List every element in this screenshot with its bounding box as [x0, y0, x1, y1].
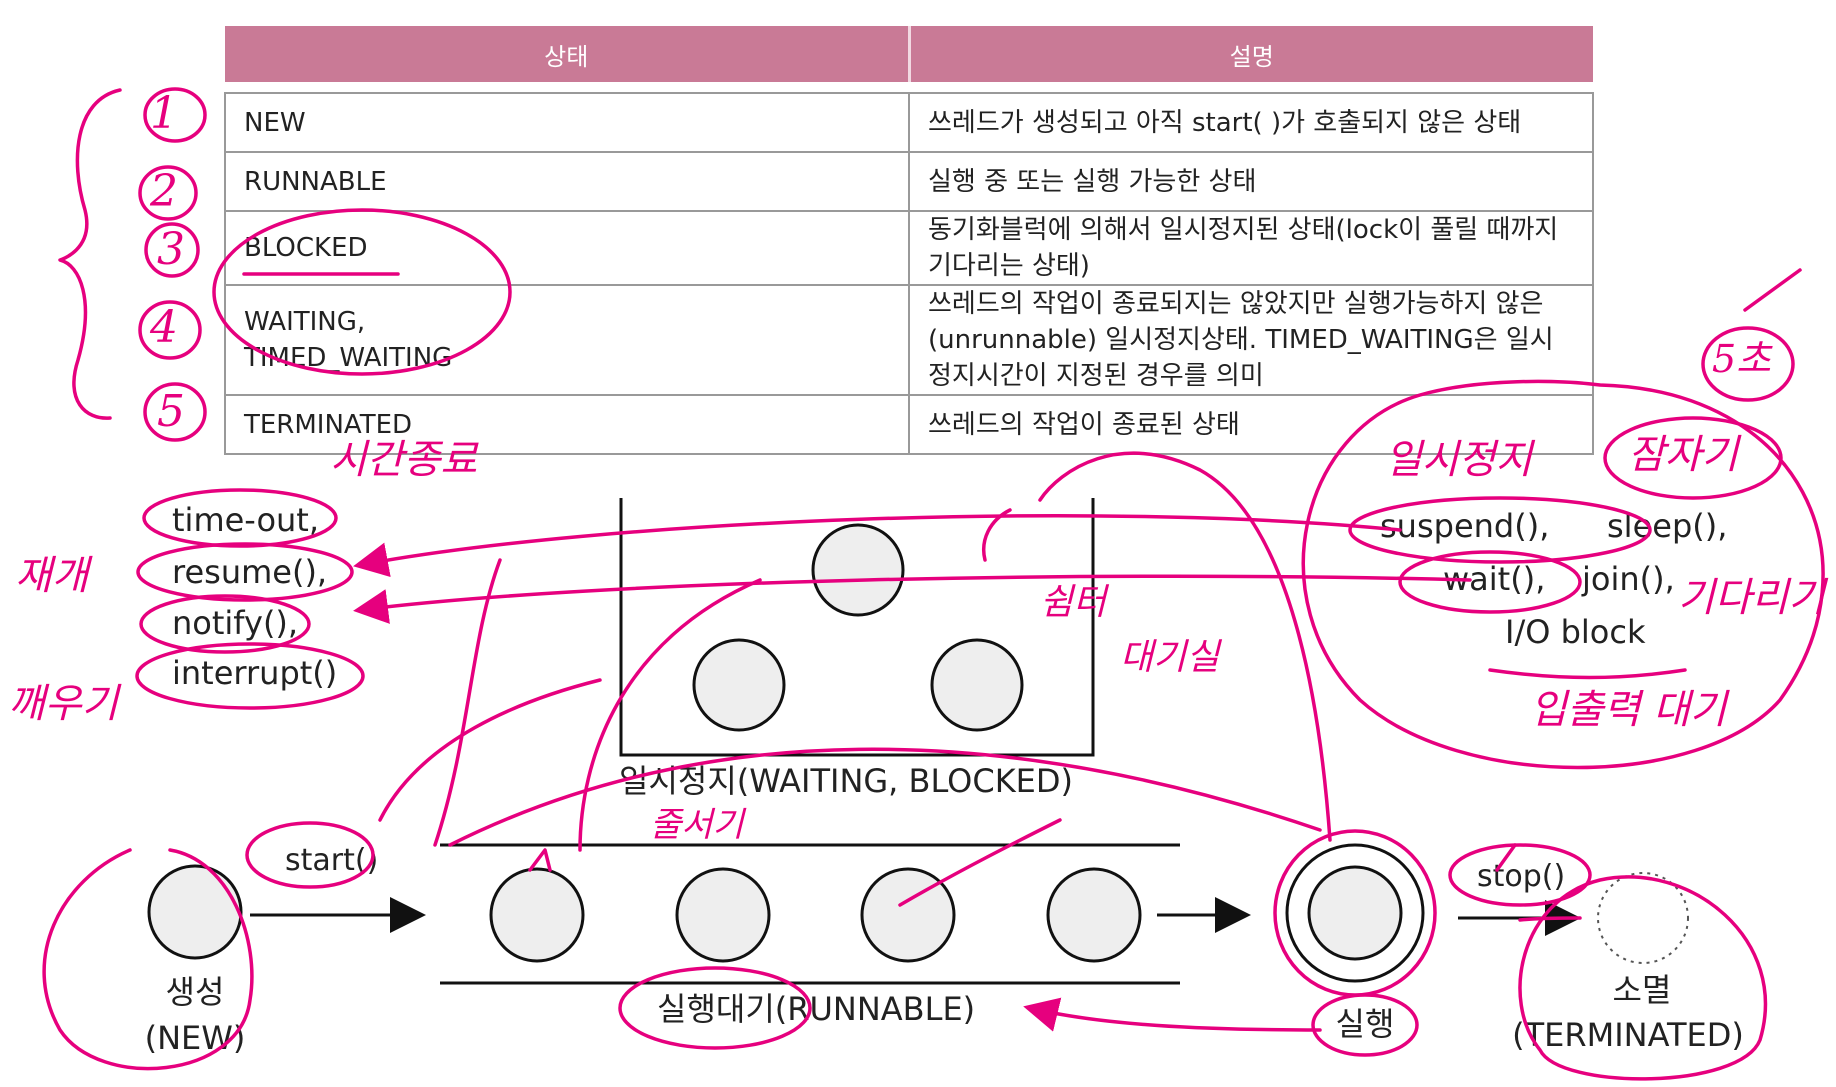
- waiting-thread-circle: [692, 638, 786, 732]
- terminated-sublabel: (TERMINATED): [1512, 1016, 1744, 1054]
- resume-method-interrupt: interrupt(): [172, 654, 338, 692]
- new-sublabel: (NEW): [144, 1019, 246, 1057]
- table-row: NEW 쓰레드가 생성되고 아직 start( )가 호출되지 않은 상태: [224, 92, 1594, 153]
- pause-method-suspend: suspend(),: [1380, 507, 1550, 545]
- note-sleep: 잠자기: [1628, 432, 1739, 478]
- description-cell: 쓰레드가 생성되고 아직 start( )가 호출되지 않은 상태: [908, 92, 1594, 153]
- new-label: 생성: [165, 973, 225, 1011]
- running-thread-circle: [1307, 865, 1403, 961]
- waiting-label: 일시정지(WAITING, BLOCKED): [619, 762, 1074, 800]
- runnable-thread-circle: [489, 867, 585, 963]
- terminated-thread-circle: [1597, 872, 1689, 964]
- note-rest: 쉼터: [1040, 582, 1107, 623]
- note-wakeup: 깨우기: [8, 681, 119, 727]
- runnable-thread-circle: [860, 867, 956, 963]
- note-number-3: 3: [157, 224, 185, 275]
- start-method: start(): [285, 843, 379, 878]
- note-number-4: 4: [150, 302, 178, 353]
- running-label: 실행: [1335, 1005, 1395, 1043]
- pause-method-join: join(),: [1582, 560, 1675, 598]
- description-cell: 실행 중 또는 실행 가능한 상태: [908, 151, 1594, 212]
- note-number-1: 1: [150, 88, 178, 139]
- runnable-thread-circle: [675, 867, 771, 963]
- pause-method-wait: wait(),: [1443, 560, 1546, 598]
- state-cell: NEW: [224, 92, 910, 153]
- note-number-5: 5: [157, 386, 185, 437]
- stop-method: stop(): [1477, 859, 1566, 894]
- waiting-thread-circle: [930, 638, 1024, 732]
- resume-method-timeout: time-out,: [172, 501, 320, 539]
- note-queue: 줄서기: [650, 805, 744, 845]
- description-cell: 쓰레드의 작업이 종료되지는 않았지만 실행가능하지 않은(unrunnable…: [908, 284, 1594, 396]
- note-wait: 기다리기: [1678, 575, 1826, 621]
- note-io-wait: 입출력 대기: [1530, 687, 1727, 733]
- note-pause: 일시정지: [1385, 437, 1533, 483]
- table-row: RUNNABLE 실행 중 또는 실행 가능한 상태: [224, 151, 1594, 212]
- resume-method-resume: resume(),: [172, 553, 328, 591]
- description-cell: 동기화블럭에 의해서 일시정지된 상태(lock이 풀릴 때까지 기다리는 상태…: [908, 210, 1594, 286]
- pause-method-io-block: I/O block: [1505, 613, 1646, 651]
- state-cell: TERMINATED: [224, 394, 910, 455]
- note-number-2: 2: [150, 166, 178, 217]
- note-five-seconds: 5초: [1712, 337, 1772, 381]
- header-description: 설명: [909, 26, 1593, 82]
- runnable-label: 실행대기(RUNNABLE): [657, 990, 976, 1028]
- new-thread-circle: [147, 864, 243, 960]
- note-waiting-room: 대기실: [1120, 637, 1220, 678]
- note-timeout: 시간종료: [330, 437, 478, 483]
- waiting-thread-circle: [811, 523, 905, 617]
- resume-method-notify: notify(),: [172, 604, 299, 642]
- state-cell: RUNNABLE: [224, 151, 910, 212]
- header-state: 상태: [225, 26, 911, 82]
- runnable-thread-circle: [1046, 867, 1142, 963]
- terminated-label: 소멸: [1612, 971, 1672, 1009]
- note-resume: 재개: [15, 553, 89, 599]
- pause-method-sleep: sleep(),: [1607, 507, 1728, 545]
